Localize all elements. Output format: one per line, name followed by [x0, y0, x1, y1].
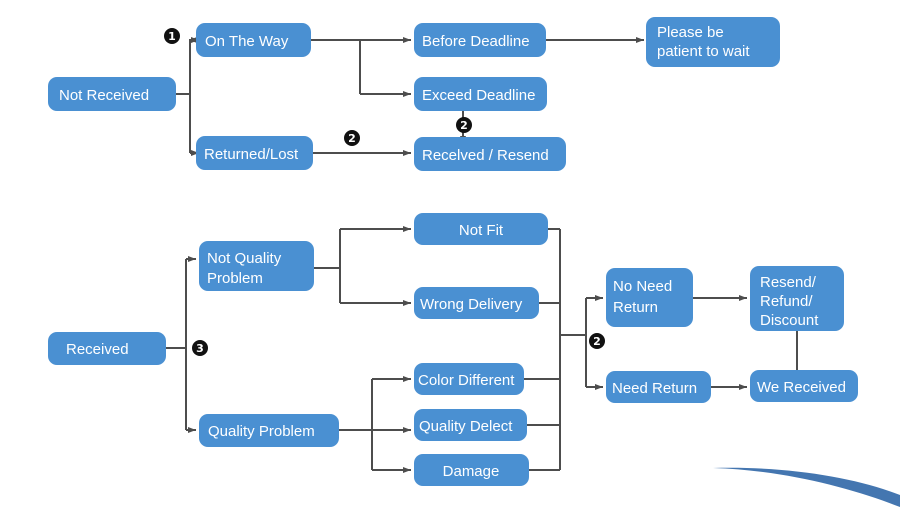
- node-resend-refund-discount[interactable]: Resend/ Refund/ Discount: [750, 266, 844, 331]
- swoosh-decoration: [713, 467, 900, 507]
- node-not-quality-problem[interactable]: Not Quality Problem: [199, 241, 314, 291]
- node-exceed-deadline-label: Exceed Deadline: [422, 87, 535, 104]
- marker-three-received: 3: [192, 340, 208, 356]
- node-quality-defect[interactable]: Quality Delect: [414, 409, 527, 441]
- node-color-different-label: Color Different: [418, 372, 515, 389]
- node-exceed-deadline[interactable]: Exceed Deadline: [414, 77, 547, 111]
- node-received-label: Received: [66, 341, 129, 358]
- node-wrong-delivery-label: Wrong Delivery: [420, 296, 523, 313]
- marker-two-exceed-label: 2: [460, 119, 468, 132]
- marker-one-not-received: 1: [164, 28, 180, 44]
- node-please-wait[interactable]: Please be patient to wait: [646, 17, 780, 67]
- node-damage-label: Damage: [443, 463, 500, 480]
- marker-two-return-label: 2: [593, 335, 601, 348]
- node-before-deadline-label: Before Deadline: [422, 33, 530, 50]
- marker-one-label: 1: [168, 30, 176, 43]
- node-no-need-return-line2: Return: [613, 299, 658, 316]
- marker-two-returned-lost: 2: [344, 130, 360, 146]
- node-quality-defect-label: Quality Delect: [419, 418, 513, 435]
- node-received-resend-label: Recelved / Resend: [422, 147, 549, 164]
- node-not-quality-line1: Not Quality: [207, 250, 282, 267]
- node-need-return[interactable]: Need Return: [606, 371, 711, 403]
- node-not-received[interactable]: Not Received: [48, 77, 176, 111]
- node-not-quality-line2: Problem: [207, 270, 263, 287]
- node-please-wait-line1: Please be: [657, 24, 724, 41]
- node-received[interactable]: Received: [48, 332, 166, 365]
- node-wrong-delivery[interactable]: Wrong Delivery: [414, 287, 539, 319]
- node-resend-line2: Refund/: [760, 293, 813, 310]
- connectors-received: [166, 226, 798, 473]
- marker-two-exceed-deadline: 2: [456, 117, 472, 133]
- connectors-not-received: [176, 37, 644, 156]
- node-we-received[interactable]: We Received: [750, 370, 858, 402]
- node-we-received-label: We Received: [757, 379, 846, 396]
- node-returned-lost[interactable]: Returned/Lost: [196, 136, 313, 170]
- node-received-resend[interactable]: Recelved / Resend: [414, 137, 566, 171]
- node-not-fit-label: Not Fit: [459, 222, 504, 239]
- node-quality-problem[interactable]: Quality Problem: [199, 414, 339, 447]
- marker-two-return-split: 2: [589, 333, 605, 349]
- node-on-the-way[interactable]: On The Way: [196, 23, 311, 57]
- marker-three-label: 3: [196, 342, 204, 355]
- marker-two-returned-label: 2: [348, 132, 356, 145]
- node-not-fit[interactable]: Not Fit: [414, 213, 548, 245]
- node-not-received-label: Not Received: [59, 87, 149, 104]
- node-quality-problem-label: Quality Problem: [208, 423, 315, 440]
- node-no-need-return-line1: No Need: [613, 278, 672, 295]
- node-before-deadline[interactable]: Before Deadline: [414, 23, 546, 57]
- node-damage[interactable]: Damage: [414, 454, 529, 486]
- node-need-return-label: Need Return: [612, 380, 697, 397]
- node-returned-lost-label: Returned/Lost: [204, 146, 299, 163]
- node-no-need-return[interactable]: No Need Return: [606, 268, 693, 327]
- node-resend-line1: Resend/: [760, 274, 817, 291]
- node-please-wait-line2: patient to wait: [657, 43, 750, 60]
- node-on-the-way-label: On The Way: [205, 33, 289, 50]
- node-resend-line3: Discount: [760, 312, 819, 329]
- node-color-different[interactable]: Color Different: [414, 363, 524, 395]
